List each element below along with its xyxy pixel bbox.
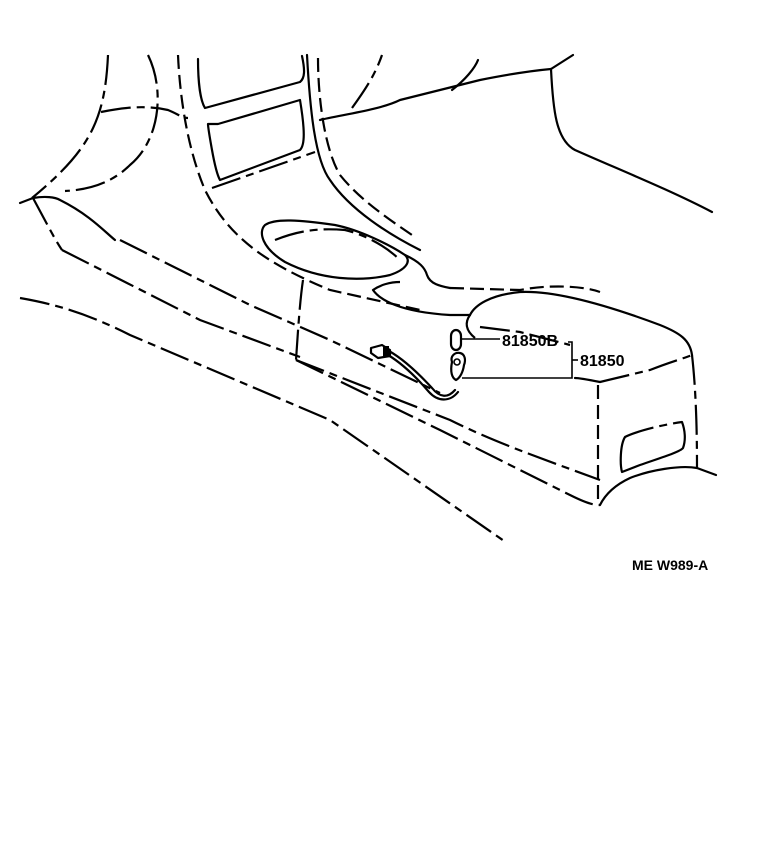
socket-wire-part[interactable] [369,343,467,401]
left-seat-outline [18,54,508,544]
part-label-81850b[interactable]: 81850B [502,333,558,350]
console-box-outline [294,279,718,507]
figure-code: ME W989-A [632,557,708,573]
part-label-81850[interactable]: 81850 [580,353,625,370]
cup-holder-outline [260,219,601,317]
upper-dash-outline [100,53,714,312]
bulb-part[interactable] [449,328,463,352]
